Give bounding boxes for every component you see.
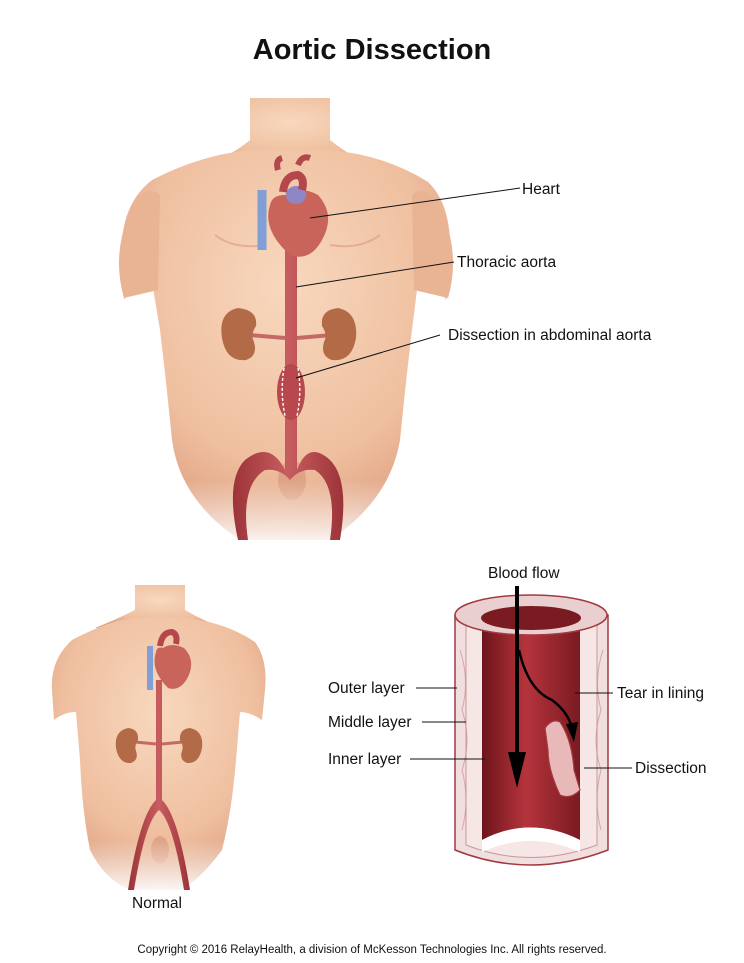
right-kidney <box>321 308 357 361</box>
main-aorta <box>232 250 344 540</box>
label-outer-layer: Outer layer <box>328 680 405 697</box>
label-dissection-abdominal-aorta: Dissection in abdominal aorta <box>448 327 652 344</box>
label-inner-layer: Inner layer <box>328 751 402 768</box>
page-title: Aortic Dissection <box>252 34 492 66</box>
label-blood-flow: Blood flow <box>488 565 560 582</box>
normal-left-kidney <box>115 728 139 764</box>
label-dissection: Dissection <box>635 760 707 777</box>
normal-heart <box>147 628 192 690</box>
blood-flow-arrow <box>508 586 578 788</box>
vessel-cross-section <box>454 594 609 866</box>
label-middle-layer: Middle layer <box>328 714 412 731</box>
label-thoracic-aorta: Thoracic aorta <box>457 254 557 271</box>
normal-right-kidney <box>179 728 203 764</box>
main-heart <box>257 154 329 257</box>
normal-aorta <box>128 680 190 890</box>
copyright-notice: Copyright © 2016 RelayHealth, a division… <box>137 944 607 956</box>
label-heart: Heart <box>522 181 560 198</box>
label-tear-in-lining: Tear in lining <box>617 685 705 702</box>
left-kidney <box>221 308 257 361</box>
label-normal: Normal <box>132 895 182 912</box>
